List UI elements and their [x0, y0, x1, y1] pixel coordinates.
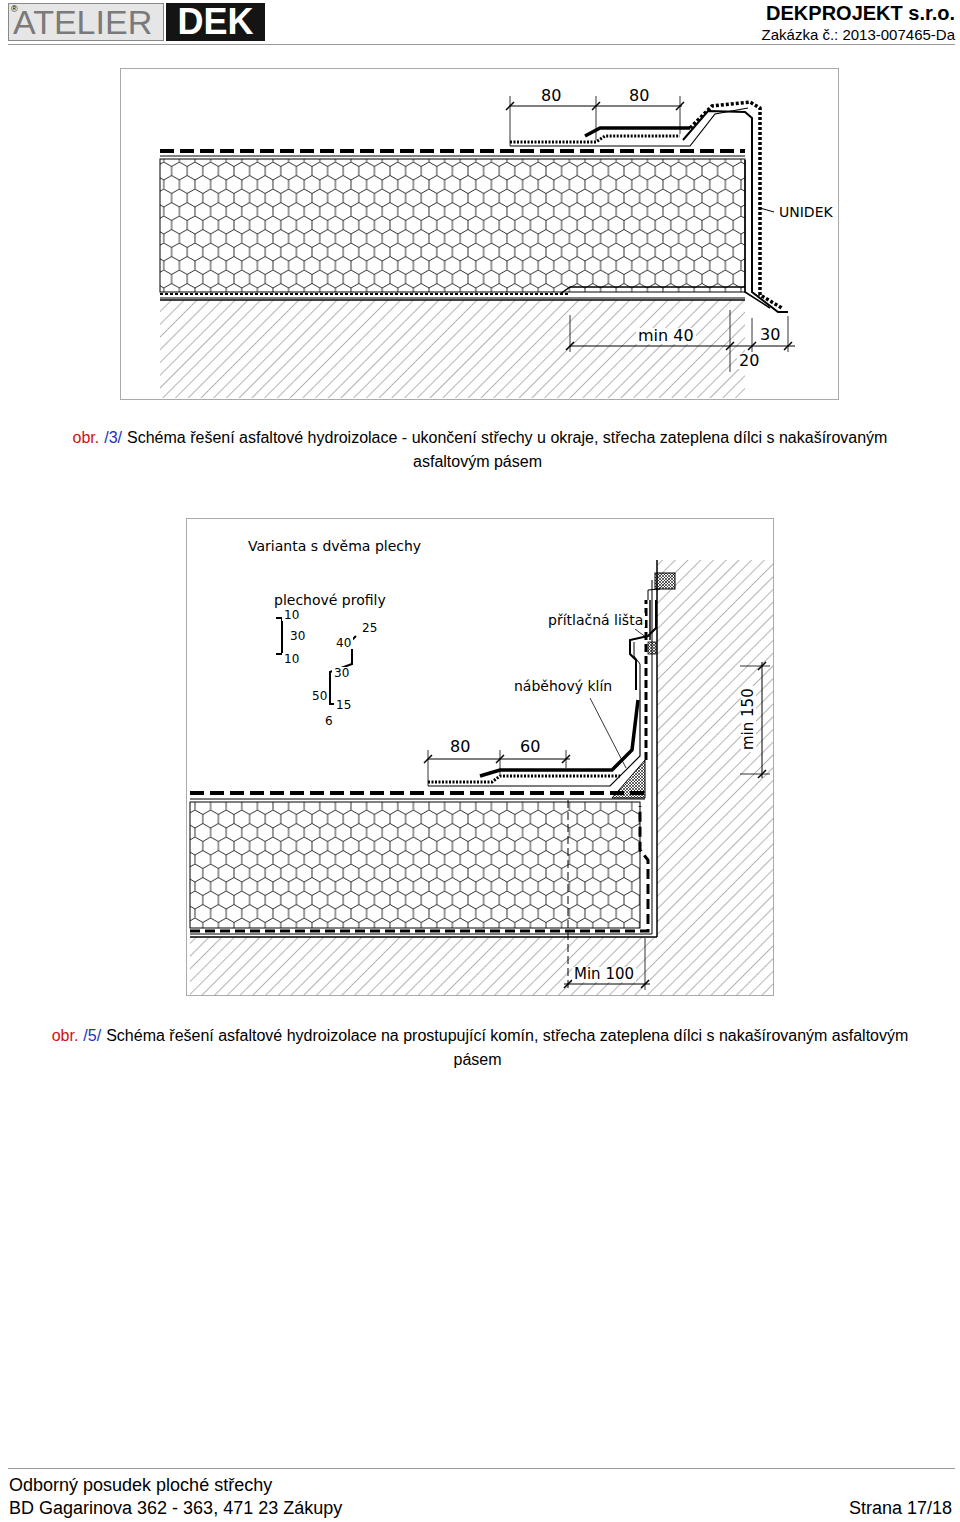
- page-number: Strana 17/18: [849, 1499, 952, 1517]
- footer-address: BD Gagarinova 362 - 363, 471 23 Zákupy: [9, 1499, 342, 1517]
- part-label: plechové profily: [272, 593, 388, 607]
- dimension: 80: [627, 88, 651, 104]
- logo-word: ATELIER: [13, 5, 152, 39]
- dimension: 80: [539, 88, 563, 104]
- figure-prefix: obr.: [52, 1027, 79, 1044]
- dimension: 25: [360, 622, 379, 634]
- caption-text: Schéma řešení asfaltové hydroizolace na …: [106, 1027, 908, 1068]
- figure-caption: obr./3/Schéma řešení asfaltové hydroizol…: [40, 426, 920, 474]
- dimension: 30: [332, 667, 351, 679]
- dimension: min 40: [636, 328, 696, 344]
- dimension: 10: [282, 609, 301, 621]
- figure-number: /3/: [104, 429, 122, 446]
- dimension: 30: [288, 630, 307, 642]
- dimension: Min 100: [572, 967, 636, 982]
- part-label: náběhový klín: [512, 679, 614, 693]
- logo-text: DEK: [177, 4, 253, 40]
- variant-note: Varianta s dvěma plechy: [246, 539, 423, 553]
- dimension: 80: [448, 739, 472, 755]
- dimension: 15: [334, 699, 353, 711]
- dimension: 60: [518, 739, 542, 755]
- dimension: 50: [310, 690, 329, 702]
- part-label: přítlačná lišta: [546, 613, 645, 627]
- figure-caption: obr./5/Schéma řešení asfaltové hydroizol…: [40, 1024, 920, 1072]
- dimension: 40: [334, 637, 353, 649]
- figure-number: /5/: [83, 1027, 101, 1044]
- dimension: 20: [737, 353, 761, 369]
- logo-box: DEK: [166, 3, 265, 41]
- dimension: 30: [758, 327, 782, 343]
- order-number: Zakázka č.: 2013-007465-Da: [762, 27, 955, 42]
- caption-text: Schéma řešení asfaltové hydroizolace - u…: [127, 429, 887, 470]
- dimension: 6: [323, 715, 335, 727]
- footer-title: Odborný posudek ploché střechy: [9, 1476, 272, 1494]
- dimension: min 150: [741, 686, 756, 752]
- dimension: 10: [282, 653, 301, 665]
- part-label: UNIDEK: [777, 205, 835, 219]
- figure-prefix: obr.: [73, 429, 100, 446]
- company-name: DEKPROJEKT s.r.o.: [766, 3, 955, 23]
